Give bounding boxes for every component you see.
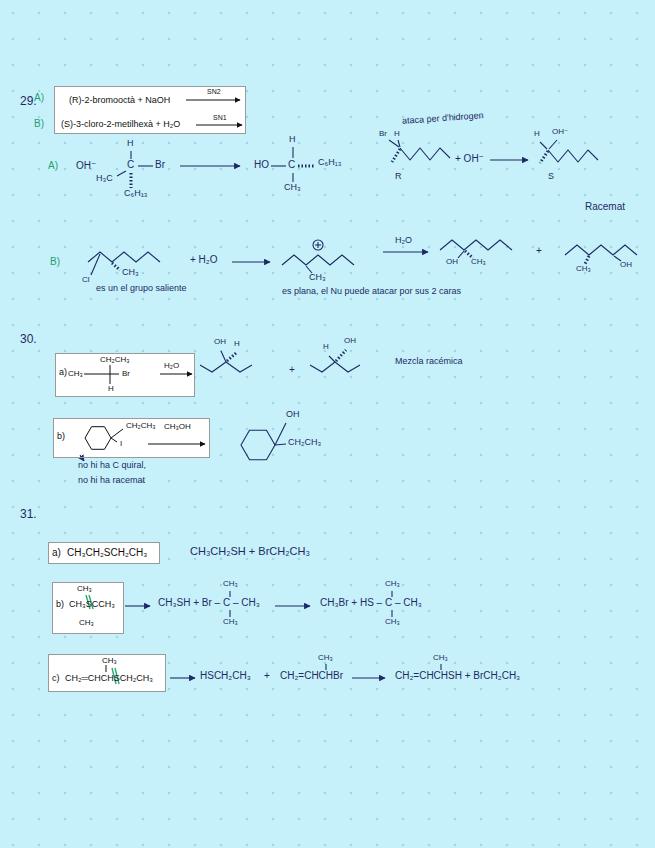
handwritten-note: Cl xyxy=(82,276,90,285)
handwritten-note: 31. xyxy=(20,508,37,521)
printed-bonds xyxy=(81,100,242,672)
formula-text: H xyxy=(108,385,114,394)
formula-text: H₂O xyxy=(164,362,179,371)
reaction-box: a) CH₃CH₂SCH₂CH₃ xyxy=(48,542,160,564)
handwritten-note: A) xyxy=(48,160,58,171)
handwritten-note: H xyxy=(394,130,400,139)
handwritten-note: C₆H₁₃ xyxy=(124,189,147,199)
reaction-box: a) CH₂CH₃ CH₃ BrH H₂O xyxy=(55,353,195,397)
handwritten-note: H xyxy=(289,135,296,145)
formula-text: CH₃ xyxy=(79,619,94,628)
formula-text: CH₃ xyxy=(102,657,117,666)
handwritten-note: CH₂=CHCHBr xyxy=(280,670,343,681)
handwritten-note: CH₃Br + HS – C – CH₃ xyxy=(320,597,422,608)
box-fill xyxy=(55,353,195,397)
formula-text: CH₃ xyxy=(77,585,92,594)
reaction-box: b) CH₃ CH₃SCCH₃ CH₃ xyxy=(52,582,124,634)
formula-text: CH₂CH₃ xyxy=(126,422,155,431)
handwritten-note: Racemat xyxy=(585,201,625,212)
handwritten-structures xyxy=(80,140,637,678)
formula-text: CH₃ xyxy=(68,370,83,379)
handwritten-note: + xyxy=(264,670,270,681)
box-fill xyxy=(48,654,166,692)
handwritten-note: H xyxy=(534,130,540,139)
formula-text: b) xyxy=(57,432,65,442)
handwritten-note: CH₃ xyxy=(223,618,238,627)
box-fill xyxy=(54,86,246,134)
handwritten-note: C xyxy=(288,159,295,170)
handwritten-note: OH xyxy=(344,337,356,346)
handwritten-note: CH₃ xyxy=(385,580,400,589)
handwritten-note: es un el grupo saliente xyxy=(96,284,187,294)
handwritten-note: CH₂CH₃ xyxy=(288,438,321,448)
formula-text: CH₂CH₃ xyxy=(100,356,129,365)
formula-text: SN1 xyxy=(213,114,227,122)
handwritten-note: CH₃ xyxy=(318,654,333,663)
handwritten-note: CH₃ xyxy=(122,268,139,278)
handwritten-note: no hi ha C quiral, xyxy=(78,461,146,471)
handwritten-note: OH xyxy=(214,338,226,347)
formula-text: a) xyxy=(59,368,67,378)
handwritten-note: CH₃ xyxy=(433,654,448,663)
handwritten-note: HO xyxy=(254,159,269,170)
formula-text: CH₂═CHCHSCH₂CH₃ xyxy=(65,674,153,684)
reaction-box: c) CH₃ CH₂═CHCHSCH₂CH₃ xyxy=(48,654,166,692)
handwritten-note: CH₃SH + Br – C – CH₃ xyxy=(158,597,260,608)
handwritten-note: H₃C xyxy=(96,174,113,184)
formula-text: CH₃OH xyxy=(164,423,191,432)
handwritten-note: H₂O xyxy=(395,236,412,246)
handwritten-note: Br xyxy=(155,159,165,170)
handwritten-note: OH xyxy=(620,261,632,270)
formula-text: c) xyxy=(52,674,60,684)
handwritten-note: + H₂O xyxy=(190,254,218,265)
handwritten-note: OH xyxy=(286,410,300,420)
formula-text: Br xyxy=(122,370,130,379)
box-fill xyxy=(52,582,124,634)
handwritten-note: C xyxy=(127,159,134,170)
formula-text: CH₃SCCH₃ xyxy=(69,600,115,610)
handwritten-note: HSCH₂CH₃ xyxy=(200,670,251,681)
reaction-box: b) CH₂CH₃ I CH₃OH xyxy=(53,418,210,458)
handwritten-note: CH₃ xyxy=(223,580,238,589)
box-fill xyxy=(48,542,160,564)
handwritten-note: CH₃CH₂SH + BrCH₂CH₃ xyxy=(190,545,310,557)
handwritten-note: Br xyxy=(379,130,387,139)
handwritten-note: CH₃ xyxy=(471,258,486,267)
formula-text: (S)-3-cloro-2-metilhexà + H₂O xyxy=(61,120,180,130)
handwritten-note: ataca per d'hidrogen xyxy=(402,111,484,127)
handwritten-note: CH₂=CHCHSH + BrCH₂CH₃ xyxy=(395,670,520,681)
handwritten-note: H xyxy=(127,139,134,149)
handwritten-note: no hi ha racemat xyxy=(78,476,145,486)
handwritten-note: H xyxy=(234,340,240,349)
formula-text: a) xyxy=(52,547,61,558)
formula-text: I xyxy=(120,440,122,449)
handwritten-note: + xyxy=(289,364,295,375)
handwritten-note: B) xyxy=(34,118,44,129)
handwritten-note: S xyxy=(548,172,554,182)
formula-text: (R)-2-bromooctà + NaOH xyxy=(69,96,170,106)
handwritten-note: OH⁻ xyxy=(76,160,96,171)
handwritten-note: CH₃ xyxy=(385,618,400,627)
box-fill xyxy=(53,418,210,458)
handwritten-note: CH₃ xyxy=(284,183,301,193)
handwritten-note: B) xyxy=(50,256,60,267)
handwritten-note: A) xyxy=(34,92,44,103)
formula-text: CH₃CH₂SCH₂CH₃ xyxy=(67,547,147,558)
handwritten-note: C₆H₁₃ xyxy=(318,158,341,168)
handwritten-note: 30. xyxy=(20,333,37,346)
handwritten-note: Mezcla racémica xyxy=(395,357,463,367)
handwritten-note: H xyxy=(323,343,329,352)
handwritten-note: es plana, el Nu puede atacar por sus 2 c… xyxy=(282,287,461,297)
handwritten-note: OH xyxy=(446,258,458,267)
handwritten-note: OH⁻ xyxy=(552,128,568,137)
handwritten-note: CH₃ xyxy=(576,265,591,274)
handwritten-note: + OH⁻ xyxy=(455,153,484,164)
handwritten-note: R xyxy=(395,172,402,182)
formula-text: SN2 xyxy=(207,88,221,96)
handwritten-note: CH₃ xyxy=(309,273,326,283)
reaction-box: (R)-2-bromooctà + NaOH SN2 (S)-3-cloro-2-m… xyxy=(54,86,246,134)
formula-text: b) xyxy=(56,600,64,610)
handwritten-note: + xyxy=(536,245,542,256)
